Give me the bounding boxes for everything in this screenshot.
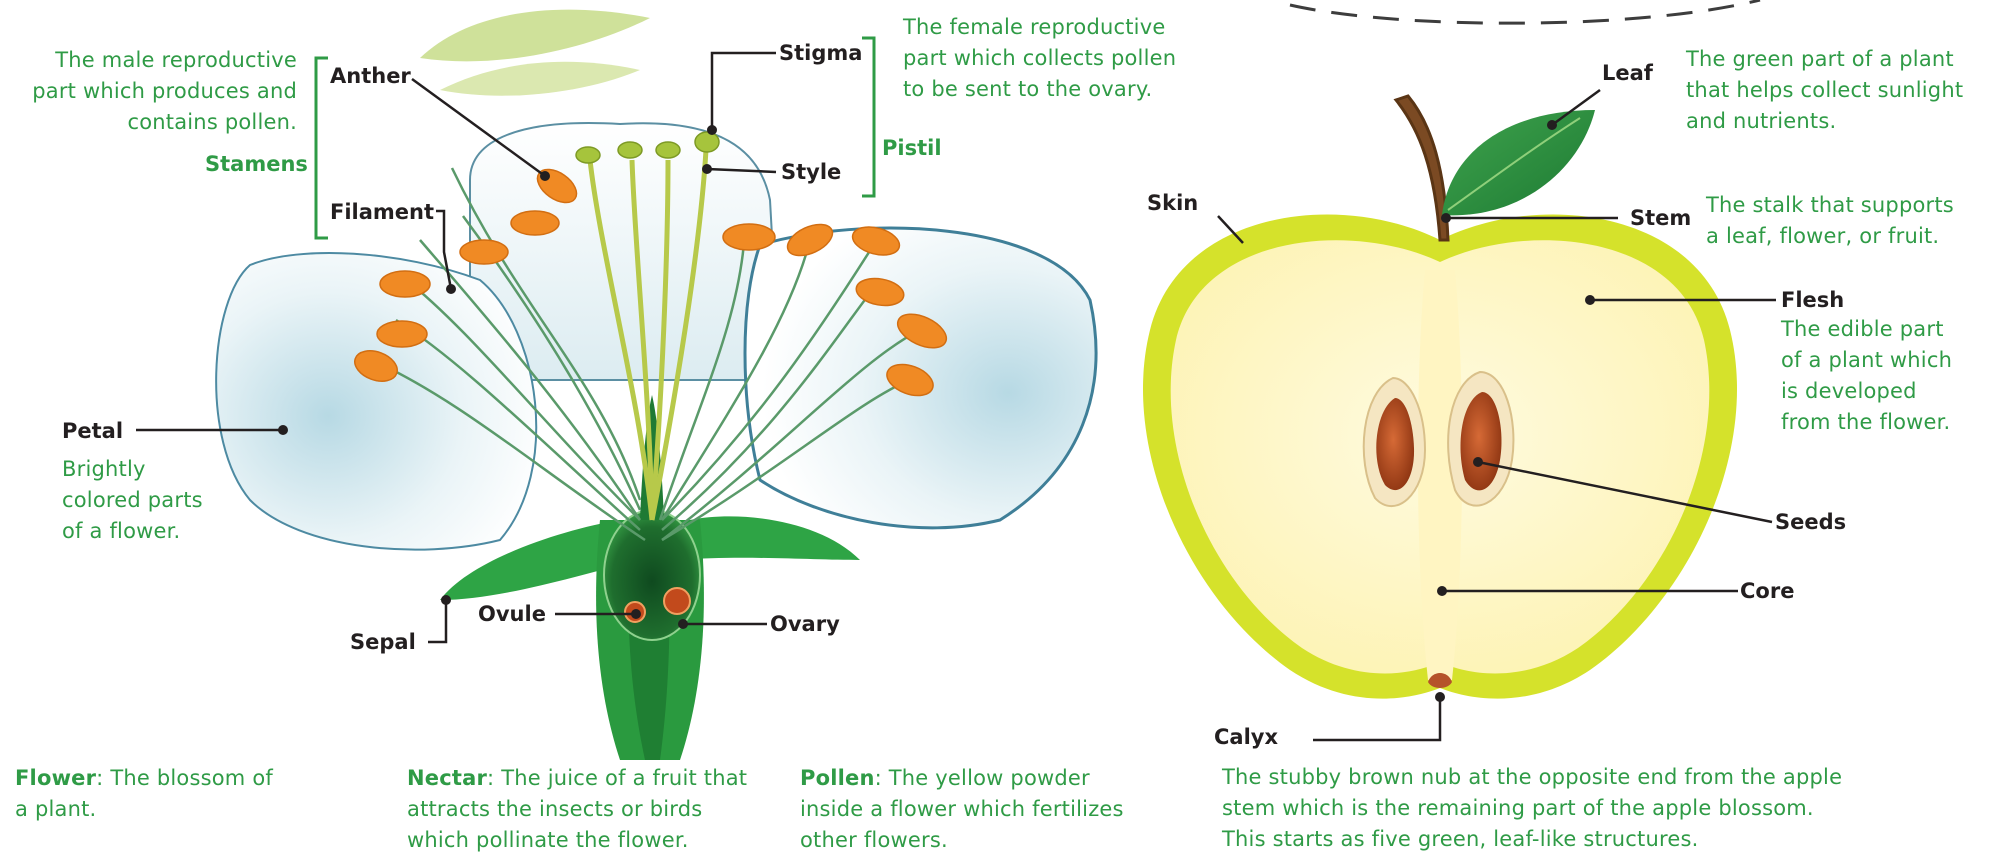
stamens-bracket xyxy=(316,58,328,238)
petal-label: Petal xyxy=(62,418,123,444)
stigma-leader xyxy=(712,53,776,130)
pollen-def-line: other flowers. xyxy=(800,825,1124,856)
pistil-label: Pistil xyxy=(882,135,942,161)
ovule-right xyxy=(664,588,690,614)
flower-def-line: a plant. xyxy=(15,794,273,825)
nectar-definition: Nectar: The juice of a fruit that attrac… xyxy=(407,763,747,856)
anther-label: Anther xyxy=(330,63,411,89)
sepal-leader xyxy=(428,600,446,642)
stigma-label: Stigma xyxy=(779,40,862,66)
apple-illustration xyxy=(1143,96,1737,699)
pollen-term: Pollen xyxy=(800,766,875,790)
calyx-leader xyxy=(1313,697,1440,740)
decorative-leaf xyxy=(420,10,650,96)
flower-definition: Flower: The blossom of a plant. xyxy=(15,763,273,825)
pollen-def-line: Pollen: The yellow powder xyxy=(800,763,1124,794)
pollen-def-line: inside a flower which fertilizes xyxy=(800,794,1124,825)
skin-label: Skin xyxy=(1147,190,1198,216)
sepal-right xyxy=(680,516,860,560)
petal-desc-line: of a flower. xyxy=(62,516,203,547)
flower-def-line: Flower: The blossom of xyxy=(15,763,273,794)
style-label: Style xyxy=(781,159,841,185)
apple-stem xyxy=(1396,96,1448,240)
calyx-description: The stubby brown nub at the opposite end… xyxy=(1222,762,1842,855)
flesh-desc-line: from the flower. xyxy=(1781,407,1952,438)
core-label: Core xyxy=(1740,578,1794,604)
pistil-desc-line: to be sent to the ovary. xyxy=(903,74,1176,105)
pistil-bracket xyxy=(862,38,874,196)
seeds-label: Seeds xyxy=(1775,509,1846,535)
pollen-definition: Pollen: The yellow powder inside a flowe… xyxy=(800,763,1124,856)
leaf-desc-line: The green part of a plant xyxy=(1686,44,1963,75)
stamens-desc-line: The male reproductive xyxy=(0,45,297,76)
nectar-def-line: Nectar: The juice of a fruit that xyxy=(407,763,747,794)
calyx-desc-line: stem which is the remaining part of the … xyxy=(1222,793,1842,824)
flesh-label: Flesh xyxy=(1781,287,1844,313)
petal-desc-line: Brightly xyxy=(62,454,203,485)
nectar-def-line: attracts the insects or birds xyxy=(407,794,747,825)
calyx-desc-line: The stubby brown nub at the opposite end… xyxy=(1222,762,1842,793)
nectar-def-text: : The juice of a fruit that xyxy=(487,766,747,790)
flesh-description: The edible part of a plant which is deve… xyxy=(1781,314,1952,438)
stamens-desc-line: contains pollen. xyxy=(0,107,297,138)
leaf-label: Leaf xyxy=(1602,60,1653,86)
stamens-description: The male reproductive part which produce… xyxy=(0,45,297,138)
stem-desc-line: The stalk that supports xyxy=(1706,190,1954,221)
stem-description: The stalk that supports a leaf, flower, … xyxy=(1706,190,1954,252)
nectar-term: Nectar xyxy=(407,766,487,790)
flesh-desc-line: of a plant which xyxy=(1781,345,1952,376)
stem-label: Stem xyxy=(1630,205,1691,231)
ovule-label: Ovule xyxy=(478,601,546,627)
stamens-label: Stamens xyxy=(205,151,308,177)
flesh-desc-line: The edible part xyxy=(1781,314,1952,345)
flower-term: Flower xyxy=(15,766,96,790)
leaf-desc-line: and nutrients. xyxy=(1686,106,1963,137)
ovary-label: Ovary xyxy=(770,611,840,637)
petal-description: Brightly colored parts of a flower. xyxy=(62,454,203,547)
filament-label: Filament xyxy=(330,199,434,225)
dashed-arc xyxy=(1290,0,1760,23)
flower-def-text: : The blossom of xyxy=(96,766,273,790)
stamens-desc-line: part which produces and xyxy=(0,76,297,107)
pistil-desc-line: The female reproductive xyxy=(903,12,1176,43)
stem-desc-line: a leaf, flower, or fruit. xyxy=(1706,221,1954,252)
petal-left xyxy=(216,253,536,550)
calyx-desc-line: This starts as five green, leaf-like str… xyxy=(1222,824,1842,855)
pollen-def-text: : The yellow powder xyxy=(875,766,1090,790)
pistil-description: The female reproductive part which colle… xyxy=(903,12,1176,105)
sepal-label: Sepal xyxy=(350,629,416,655)
leaf-desc-line: that helps collect sunlight xyxy=(1686,75,1963,106)
calyx-label: Calyx xyxy=(1214,724,1278,750)
nectar-def-line: which pollinate the flower. xyxy=(407,825,747,856)
flesh-desc-line: is developed xyxy=(1781,376,1952,407)
apple-leaf xyxy=(1442,110,1595,215)
pistil-desc-line: part which collects pollen xyxy=(903,43,1176,74)
leaf-description: The green part of a plant that helps col… xyxy=(1686,44,1963,137)
petal-desc-line: colored parts xyxy=(62,485,203,516)
